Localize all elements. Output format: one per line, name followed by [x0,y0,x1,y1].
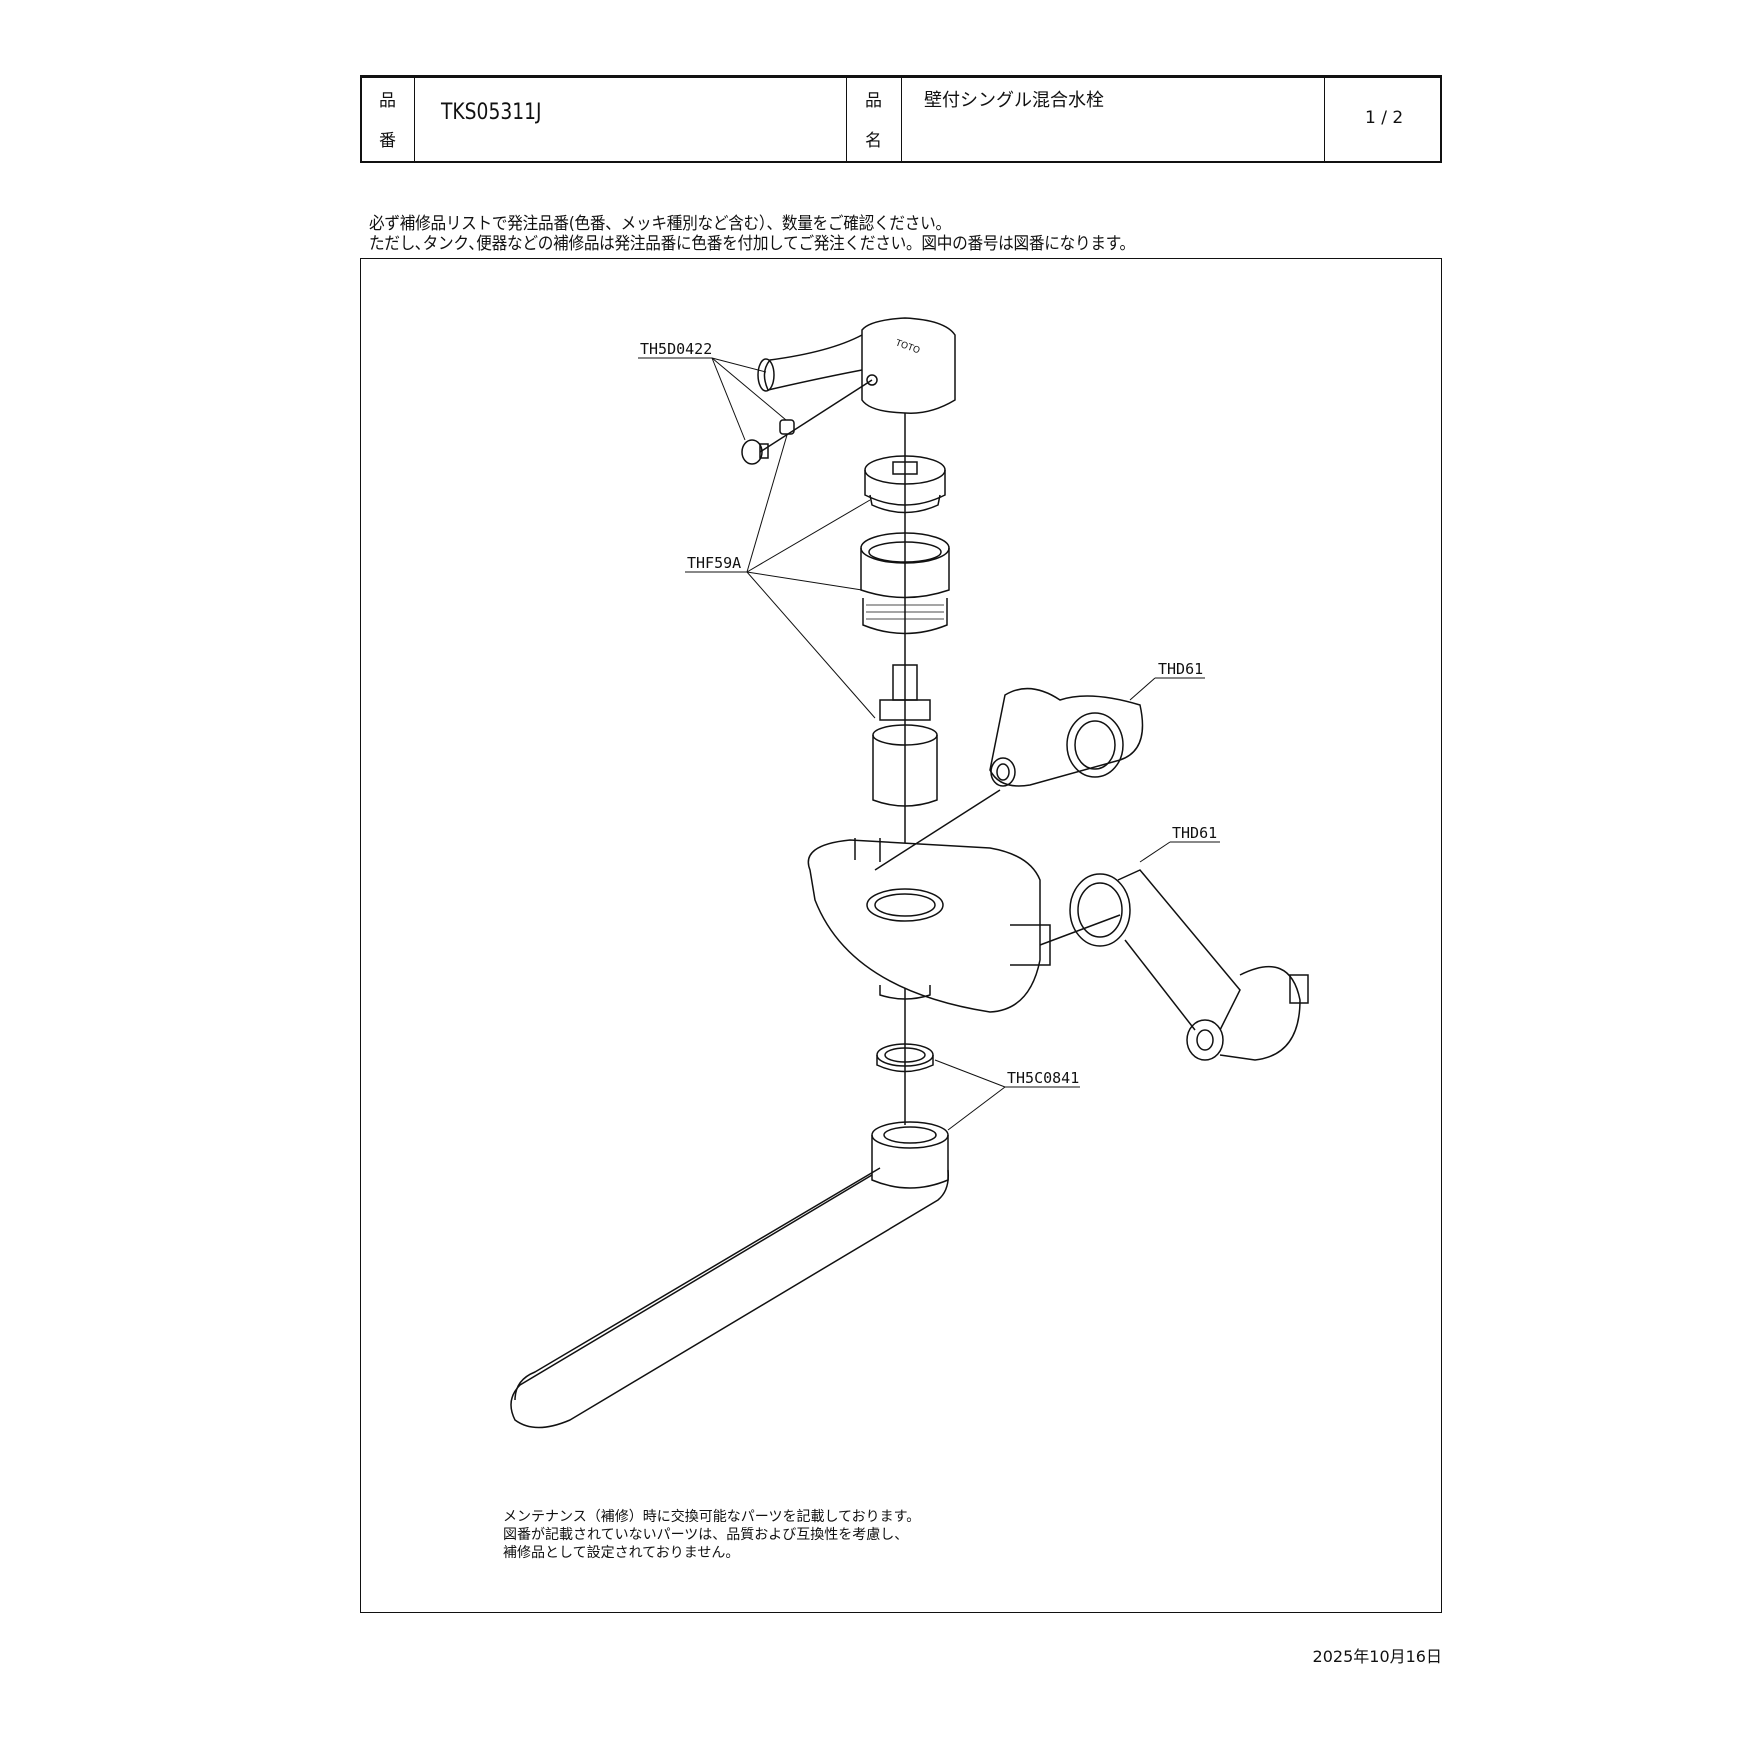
product-name-cell: 壁付シングル混合水栓 [902,78,1325,161]
lever-handle: TOTO [757,317,956,414]
maintenance-note: メンテナンス（補修）時に交換可能なパーツを記載しております。図番が記載されていな… [503,1508,920,1562]
product-name-label-bottom: 名 [865,131,882,151]
cartridge [872,664,938,807]
part-number: TKS05311J [441,100,542,125]
union-fitting-elbow [1069,869,1309,1061]
page-indicator: 1 / 2 [1365,108,1404,128]
cap-plug [741,439,769,465]
product-name-label-cell: 品 名 [847,78,902,161]
leader-lines [638,357,1220,1131]
part-number-label-bottom: 番 [379,131,396,151]
part-label-thd61-bottom: THD61 [1172,824,1217,842]
part-label-thd61-top: THD61 [1158,660,1203,678]
diagram-frame [360,258,1442,1613]
part-number-label-cell: 品 番 [362,78,415,161]
part-number-cell: TKS05311J [415,78,847,161]
union-fitting-top [989,687,1144,787]
cap-nut [860,532,950,635]
maintenance-note-line-1: メンテナンス（補修）時に交換可能なパーツを記載しております。 [503,1509,921,1525]
part-number-label-top: 品 [379,91,396,111]
maintenance-note-line-3: 補修品として設定されておりません。 [503,1545,740,1561]
washer [876,1043,934,1073]
order-note-2: ただし､タンク､便器などの補修品は発注品番に色番を付加してご発注ください。図中の… [369,234,1135,254]
spout [510,1121,950,1429]
part-label-th5c0841: TH5C0841 [1007,1069,1079,1087]
part-label-th5d0422: TH5D0422 [640,340,712,358]
page-cell: 1 / 2 [1325,78,1440,161]
product-name: 壁付シングル混合水栓 [924,90,1104,111]
order-note-1: 必ず補修品リストで発注品番(色番、メッキ種別など含む）、数量をご確認ください。 [369,214,951,234]
part-label-thf59a: THF59A [687,554,741,572]
product-name-label-top: 品 [865,91,882,111]
maintenance-note-line-2: 図番が記載されていないパーツは、品質および互換性を考慮し、 [503,1527,909,1543]
cartridge-top-ring [864,455,946,514]
issue-date: 2025年10月16日 [1312,1647,1442,1666]
title-block: 品 番 TKS05311J 品 名 壁付シングル混合水栓 1 / 2 [360,75,1442,163]
faucet-body [807,838,1051,1013]
